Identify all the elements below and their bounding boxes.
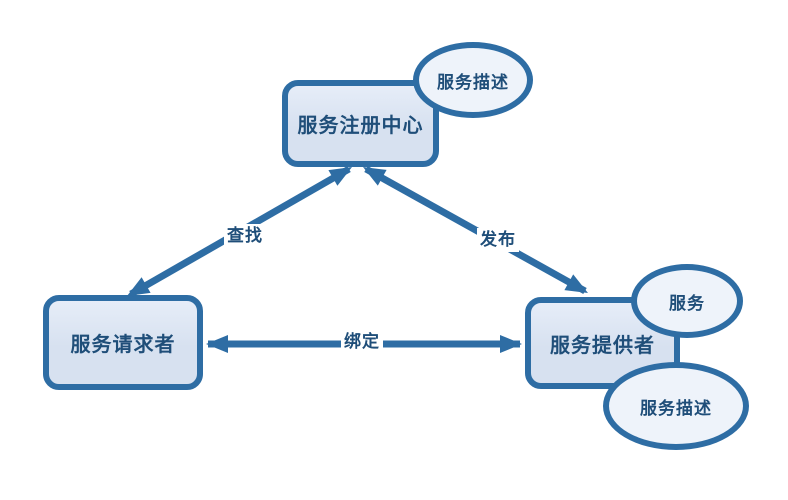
publish-arrow <box>363 165 588 295</box>
node-service-requester: 服务请求者 <box>43 295 203 390</box>
find-edge-label: 查找 <box>224 224 266 248</box>
node-service-registry: 服务注册中心 <box>282 80 439 167</box>
service-provider-label: 服务提供者 <box>550 334 655 357</box>
service-description-top-label: 服务描述 <box>437 72 509 92</box>
service-label: 服务 <box>669 293 705 313</box>
service-requester-label: 服务请求者 <box>70 334 176 356</box>
bind-edge-label: 绑定 <box>341 330 383 354</box>
node-service: 服务 <box>631 264 743 338</box>
publish-edge-label: 发布 <box>477 228 519 252</box>
service-registry-label: 服务注册中心 <box>297 115 424 137</box>
node-service-description-bottom: 服务描述 <box>603 362 749 450</box>
node-service-description-top: 服务描述 <box>413 42 533 118</box>
service-description-bottom-label: 服务描述 <box>640 398 712 418</box>
